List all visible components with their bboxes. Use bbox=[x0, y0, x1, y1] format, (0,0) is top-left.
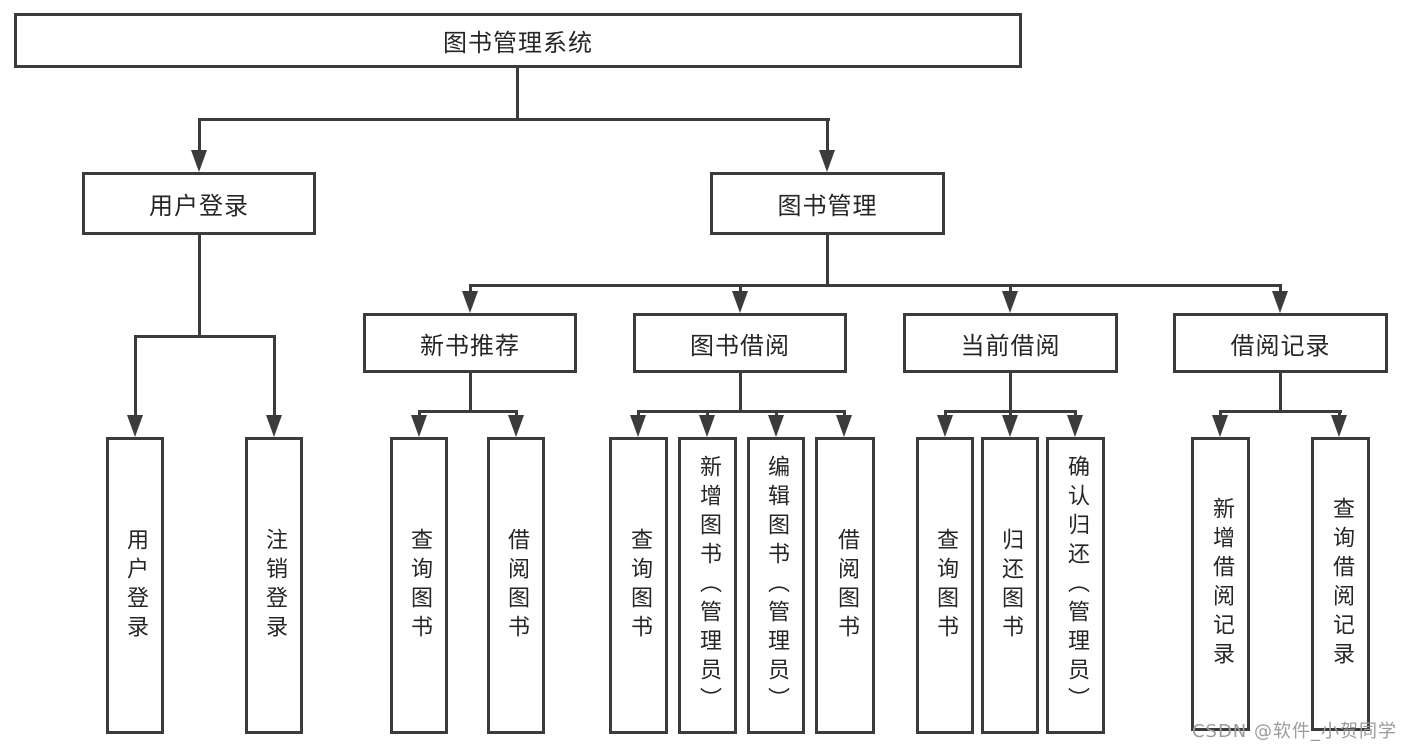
node-library-system: 图书管理系统 bbox=[14, 13, 1022, 68]
connector-line bbox=[515, 410, 518, 417]
arrow-down-icon bbox=[699, 415, 715, 437]
connector-line bbox=[1009, 410, 1012, 417]
arrow-down-icon bbox=[508, 415, 524, 437]
node-confirm-return-admin: 确认归还（管理员） bbox=[1046, 437, 1105, 734]
connector-line bbox=[469, 284, 1282, 287]
node-query-books: 查询图书 bbox=[916, 437, 974, 734]
arrow-down-icon bbox=[1272, 291, 1288, 313]
arrow-down-icon bbox=[819, 150, 835, 172]
csdn-watermark: CSDN @软件_小贺同学 bbox=[1191, 721, 1397, 742]
arrow-down-icon bbox=[768, 415, 784, 437]
connector-line bbox=[516, 68, 519, 120]
connector-line bbox=[134, 335, 276, 338]
node-current-borrowing: 当前借阅 bbox=[903, 313, 1118, 373]
connector-line bbox=[198, 118, 201, 152]
node-logout: 注销登录 bbox=[245, 437, 303, 734]
node-return-book: 归还图书 bbox=[981, 437, 1039, 734]
connector-line bbox=[637, 410, 640, 417]
connector-line bbox=[843, 410, 846, 417]
node-new-book-recommend: 新书推荐 bbox=[363, 313, 577, 373]
arrow-down-icon bbox=[191, 150, 207, 172]
arrow-down-icon bbox=[732, 291, 748, 313]
arrow-down-icon bbox=[1002, 415, 1018, 437]
arrow-down-icon bbox=[266, 415, 282, 437]
arrow-down-icon bbox=[937, 415, 953, 437]
connector-line bbox=[1219, 410, 1342, 413]
connector-line bbox=[944, 410, 947, 417]
arrow-down-icon bbox=[462, 291, 478, 313]
connector-line bbox=[637, 410, 846, 413]
connector-line bbox=[418, 410, 421, 417]
connector-line bbox=[1279, 284, 1282, 293]
node-book-management: 图书管理 bbox=[710, 172, 945, 235]
connector-line bbox=[134, 335, 137, 417]
node-query-borrow-record: 查询借阅记录 bbox=[1311, 437, 1370, 731]
arrow-down-icon bbox=[1067, 415, 1083, 437]
connector-line bbox=[739, 373, 742, 413]
node-edit-book-admin: 编辑图书（管理员） bbox=[747, 437, 805, 734]
arrow-down-icon bbox=[127, 415, 143, 437]
connector-line bbox=[1219, 410, 1222, 417]
connector-line bbox=[826, 235, 829, 286]
node-user-login-action: 用户登录 bbox=[106, 437, 164, 734]
connector-line bbox=[469, 373, 472, 413]
node-query-books: 查询图书 bbox=[390, 437, 448, 734]
node-add-borrow-record: 新增借阅记录 bbox=[1191, 437, 1250, 731]
connector-line bbox=[739, 284, 742, 293]
arrow-down-icon bbox=[1212, 415, 1228, 437]
node-query-books: 查询图书 bbox=[609, 437, 668, 734]
connector-line bbox=[706, 410, 709, 417]
arrow-down-icon bbox=[411, 415, 427, 437]
connector-line bbox=[273, 335, 276, 417]
connector-line bbox=[198, 235, 201, 335]
connector-line bbox=[775, 410, 778, 417]
node-borrow-books: 借阅图书 bbox=[815, 437, 875, 734]
connector-line bbox=[1279, 373, 1282, 413]
node-borrow-records: 借阅记录 bbox=[1173, 313, 1388, 373]
node-borrow-books: 借阅图书 bbox=[487, 437, 545, 734]
connector-line bbox=[1009, 284, 1012, 293]
connector-line bbox=[418, 410, 518, 413]
connector-line bbox=[826, 118, 829, 152]
connector-line bbox=[469, 284, 472, 293]
node-add-book-admin: 新增图书（管理员） bbox=[678, 437, 737, 734]
arrow-down-icon bbox=[836, 415, 852, 437]
connector-line bbox=[1009, 373, 1012, 413]
arrow-down-icon bbox=[1002, 291, 1018, 313]
arrow-down-icon bbox=[1331, 415, 1347, 437]
connector-line bbox=[1074, 410, 1077, 417]
connector-line bbox=[1338, 410, 1341, 417]
connector-line bbox=[198, 118, 830, 121]
node-user-login: 用户登录 bbox=[82, 172, 316, 235]
node-book-borrowing: 图书借阅 bbox=[633, 313, 847, 373]
arrow-down-icon bbox=[630, 415, 646, 437]
